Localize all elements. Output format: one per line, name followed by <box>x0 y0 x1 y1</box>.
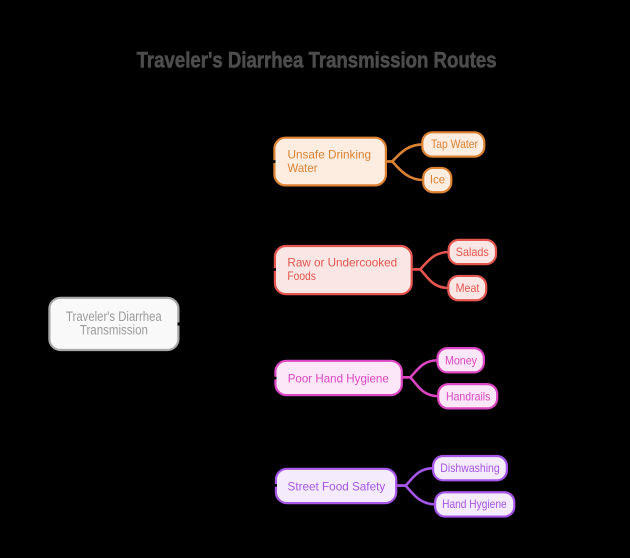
svg-text:Tap Water: Tap Water <box>431 137 478 151</box>
svg-text:Salads: Salads <box>456 245 489 259</box>
svg-text:Raw or Undercooked: Raw or Undercooked <box>287 256 397 270</box>
svg-text:Traveler's Diarrhea Transmissi: Traveler's Diarrhea Transmission Routes <box>137 48 497 73</box>
svg-text:Poor Hand Hygiene: Poor Hand Hygiene <box>288 372 389 386</box>
svg-text:Traveler's Diarrhea: Traveler's Diarrhea <box>66 309 162 324</box>
svg-text:Ice: Ice <box>430 173 446 187</box>
svg-text:Dishwashing: Dishwashing <box>440 461 499 475</box>
svg-text:Street Food Safety: Street Food Safety <box>288 480 386 494</box>
svg-text:Transmission: Transmission <box>80 323 148 338</box>
svg-text:Money: Money <box>445 353 477 367</box>
svg-text:Unsafe Drinking: Unsafe Drinking <box>288 148 372 162</box>
svg-text:Meat: Meat <box>456 281 480 295</box>
svg-text:Water: Water <box>288 161 318 175</box>
svg-text:Hand Hygiene: Hand Hygiene <box>442 497 507 511</box>
svg-text:Handrails: Handrails <box>446 389 490 403</box>
svg-text:Foods: Foods <box>287 269 316 283</box>
